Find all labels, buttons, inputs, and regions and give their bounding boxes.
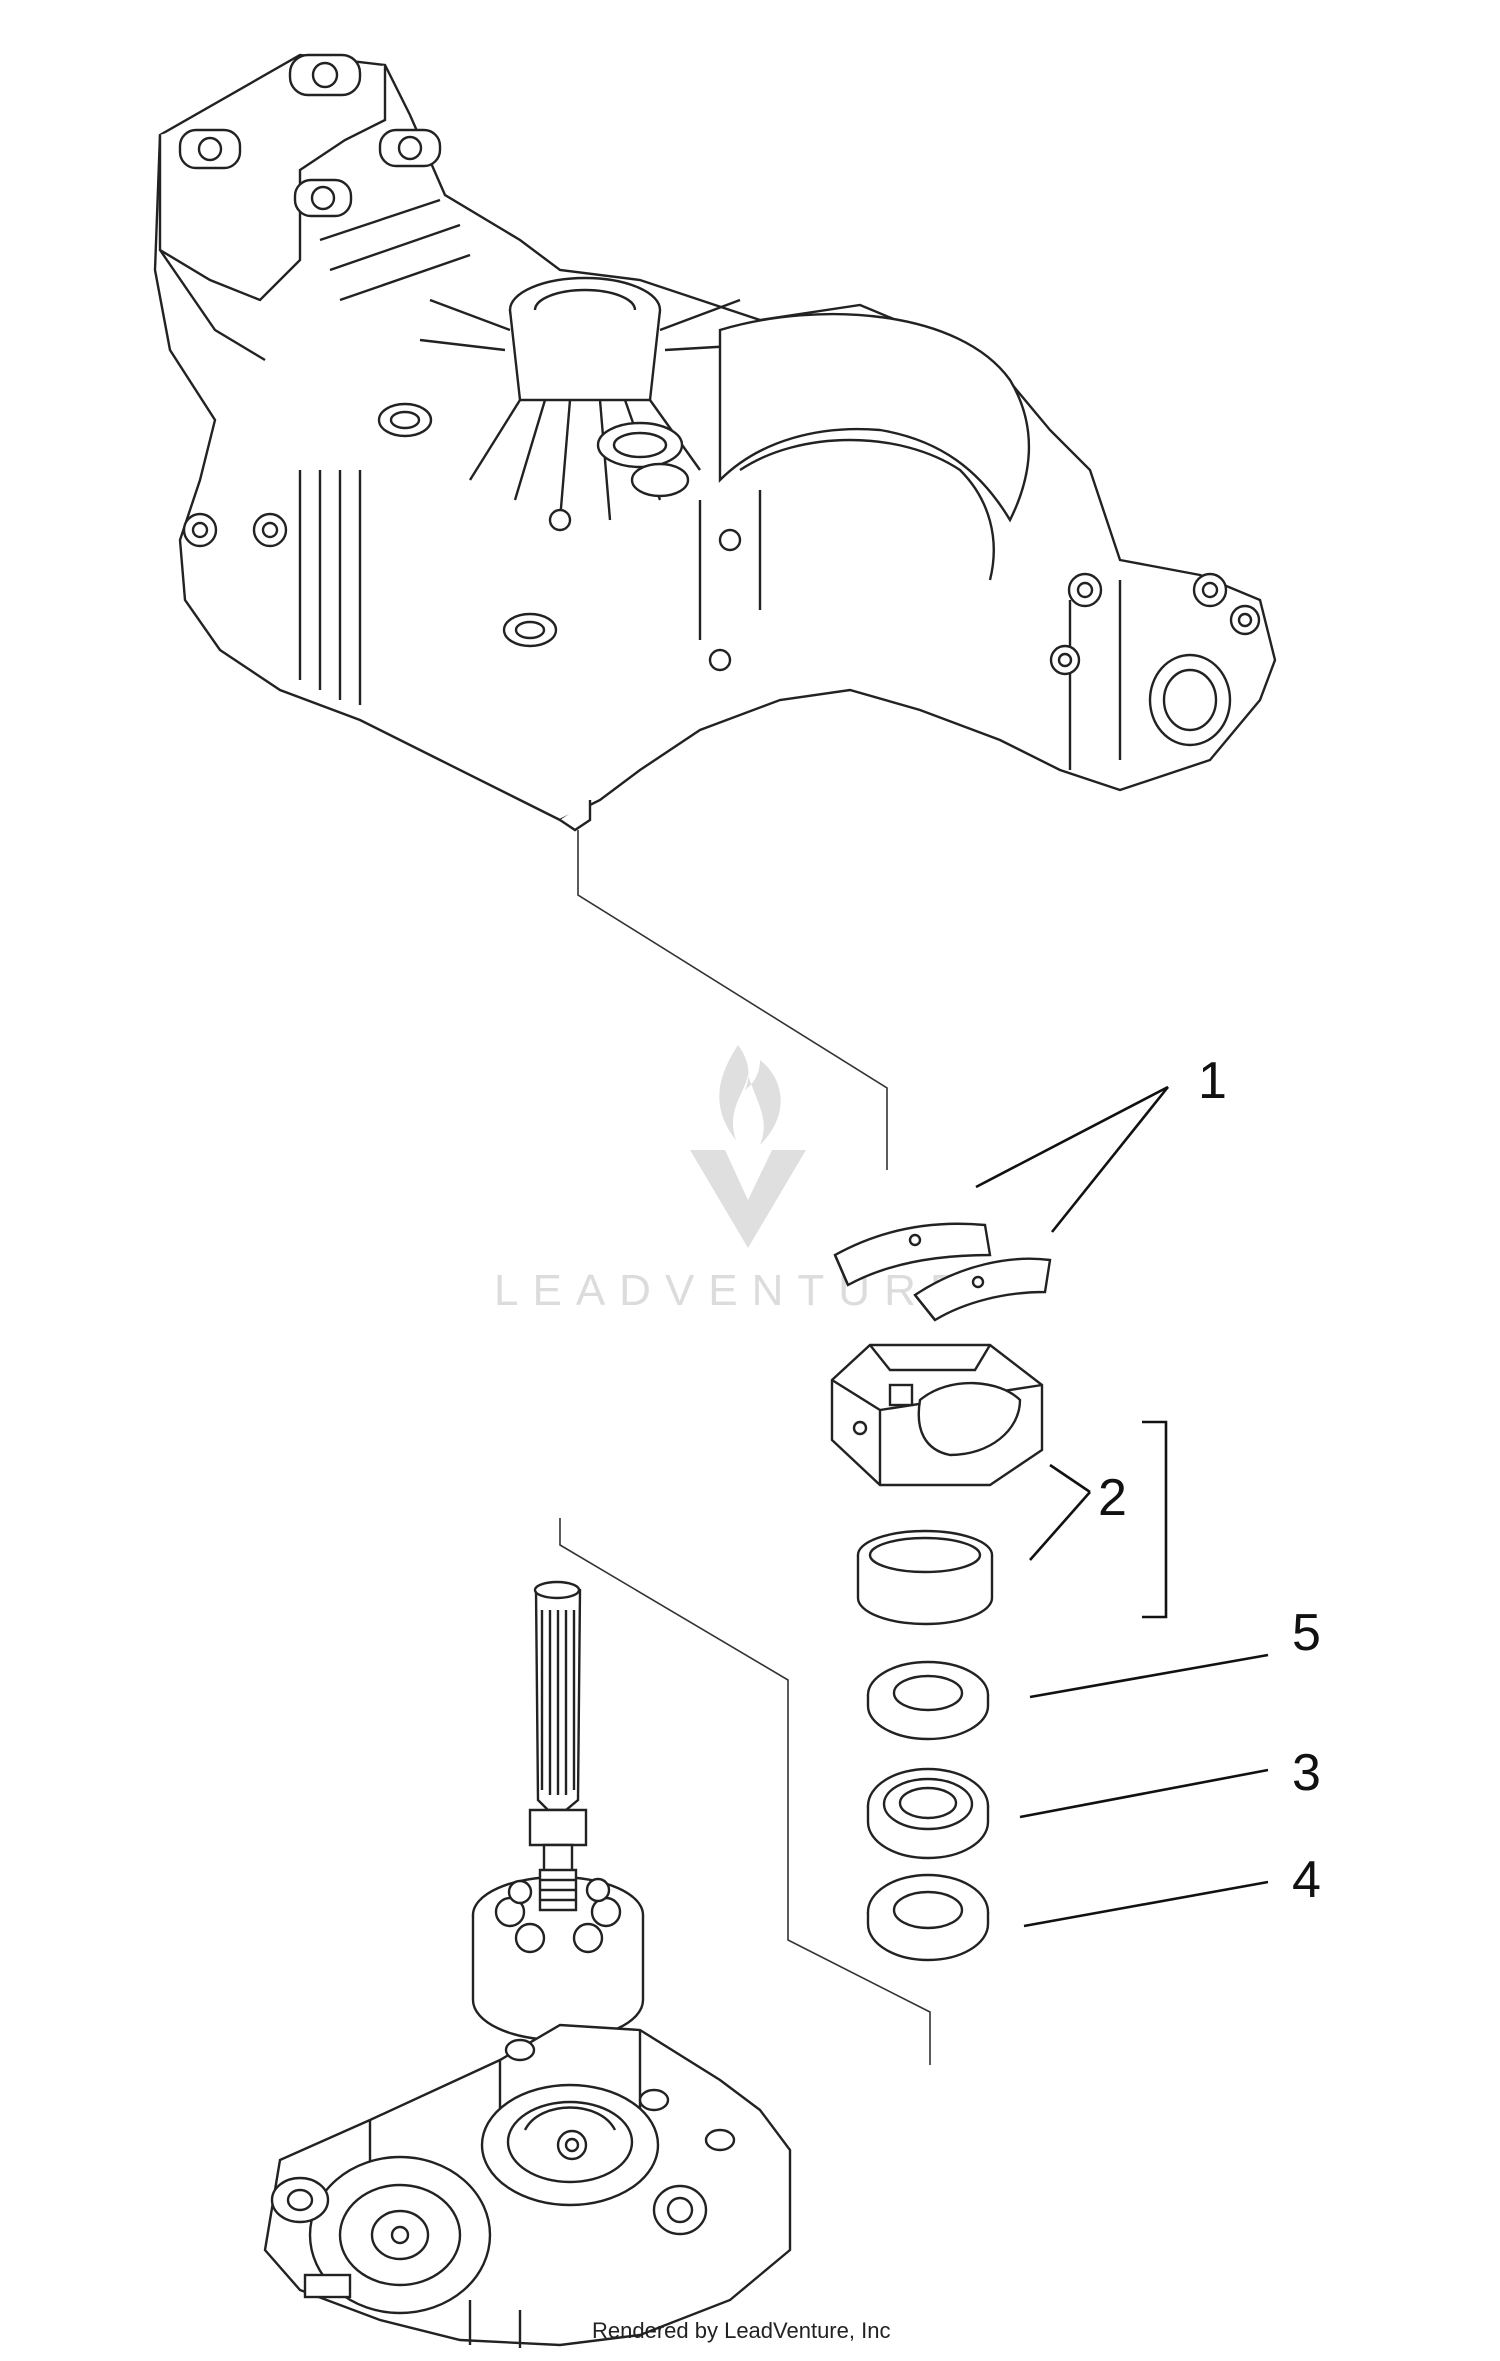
- callout-label-1: 1: [1198, 1052, 1227, 1110]
- input-shaft: [528, 1580, 588, 1892]
- thrust-washer-4: [866, 1873, 990, 1962]
- cylinder-block: [471, 1868, 645, 2042]
- assembly-guide-line-upper: [577, 830, 888, 1170]
- rendered-by-credit: Rendered by LeadVenture, Inc: [592, 2318, 891, 2343]
- callout-label-2: 2: [1098, 1469, 1127, 1527]
- upper-transmission-housing: [153, 53, 1277, 832]
- callout-label-3: 3: [1292, 1744, 1321, 1802]
- bearing-half-shell-right: [913, 1257, 1052, 1322]
- callout-label-5: 5: [1292, 1604, 1321, 1662]
- bracket-2: [1142, 1420, 1168, 1619]
- leader-1b: [1050, 1086, 1170, 1233]
- leader-5: [1029, 1653, 1269, 1699]
- leader-1a: [975, 1085, 1169, 1189]
- watermark-text: LEADVENTURE: [494, 1266, 973, 1315]
- thrust-washer-5: [866, 1660, 990, 1741]
- bearing-half-shell-left: [833, 1222, 992, 1287]
- leader-2a: [1049, 1463, 1091, 1494]
- leader-2b: [1029, 1491, 1091, 1561]
- callout-label-4: 4: [1292, 1851, 1321, 1909]
- watermark: LEADVENTURE: [494, 1045, 973, 1315]
- flame-v-logo-icon: [690, 1045, 806, 1248]
- assembly-guide-line-lower: [559, 1518, 931, 2065]
- lower-center-section: [263, 2023, 792, 2348]
- swash-plate-block: [830, 1343, 1044, 1487]
- bushing-ring: [856, 1529, 994, 1626]
- thrust-bearing-3: [866, 1767, 990, 1860]
- leader-3: [1019, 1768, 1269, 1819]
- leader-4: [1023, 1880, 1269, 1928]
